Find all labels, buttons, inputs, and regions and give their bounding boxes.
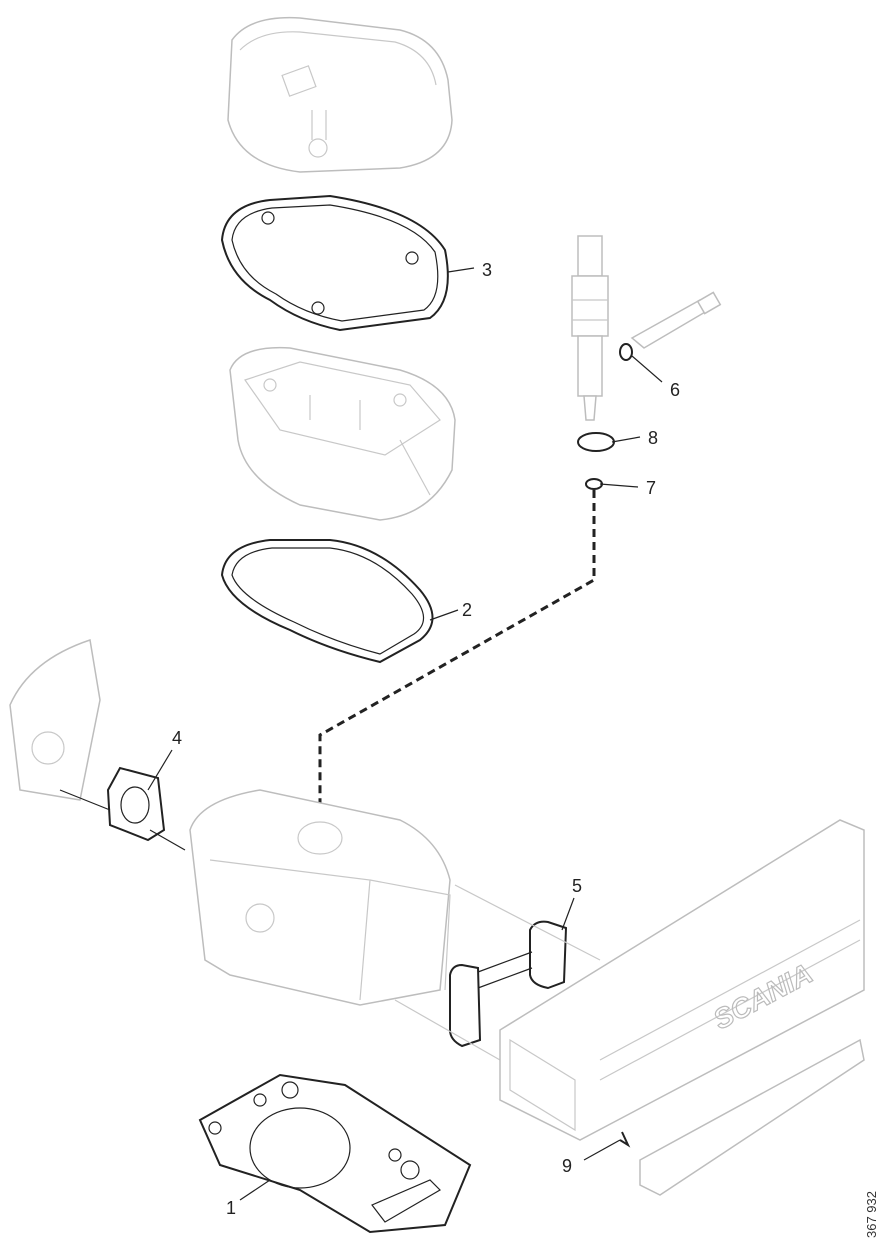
washer-7 bbox=[585, 478, 603, 490]
assembly-path-line bbox=[318, 490, 596, 830]
gasket-3-valve-cover bbox=[220, 194, 449, 332]
gasket-1-cylinder-head bbox=[198, 1073, 472, 1234]
fuel-pipe bbox=[630, 291, 722, 349]
gasket-2-valve-housing bbox=[220, 539, 434, 664]
valve-cover bbox=[227, 16, 453, 173]
callout-1: 1 bbox=[226, 1198, 236, 1218]
valve-housing bbox=[229, 346, 456, 521]
reference-number: 367 932 bbox=[864, 1191, 879, 1238]
clip-9 bbox=[619, 1131, 631, 1148]
seal-ring-6 bbox=[619, 343, 633, 361]
injector bbox=[571, 235, 609, 421]
cylinder-head bbox=[189, 789, 451, 1006]
callout-7: 7 bbox=[646, 478, 656, 498]
o-ring-8 bbox=[577, 432, 615, 452]
callout-5: 5 bbox=[572, 876, 582, 896]
exhaust-manifold bbox=[9, 639, 101, 801]
gasket-4-exhaust bbox=[106, 766, 166, 842]
intake-manifold: SCANIA bbox=[499, 819, 865, 1141]
callout-4: 4 bbox=[172, 728, 182, 748]
callout-6: 6 bbox=[670, 380, 680, 400]
callout-3: 3 bbox=[482, 260, 492, 280]
callout-9: 9 bbox=[562, 1156, 572, 1176]
callout-8: 8 bbox=[648, 428, 658, 448]
gasket-4-guide-line bbox=[59, 789, 186, 851]
callout-2: 2 bbox=[462, 600, 472, 620]
gasket-5-intake bbox=[394, 884, 601, 1061]
leader-lines bbox=[147, 267, 663, 1201]
fuel-rail bbox=[639, 1038, 865, 1196]
